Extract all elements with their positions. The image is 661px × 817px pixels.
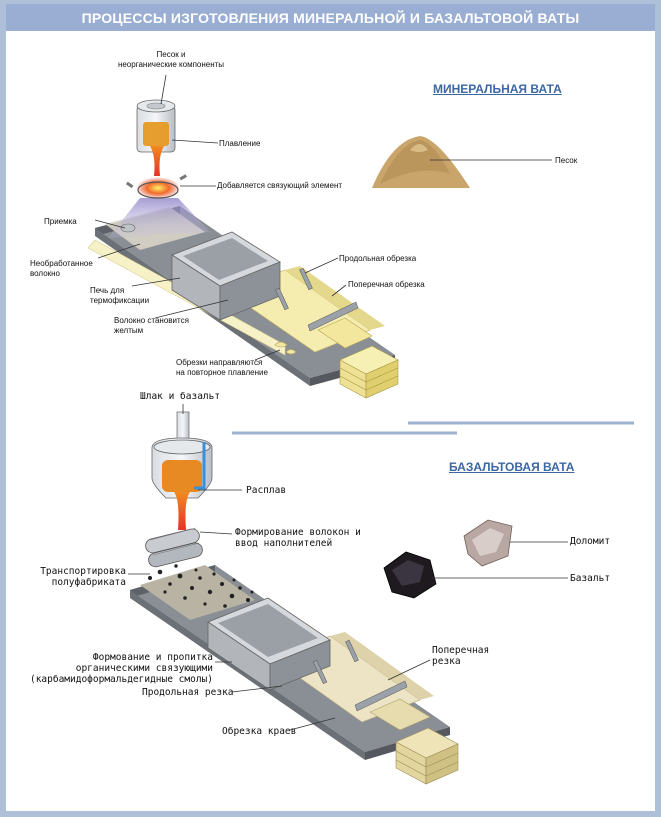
- label-sand: Песок: [555, 156, 578, 165]
- basalt-rock: [383, 551, 437, 599]
- spinning-rolls: [145, 527, 203, 568]
- transverse-cutter: [307, 301, 359, 332]
- basalt-longitudinal-cutter: [312, 659, 328, 685]
- basalt-granules: [148, 564, 254, 608]
- mineral-leader-lines: [94, 74, 552, 361]
- mineral-line: [87, 99, 399, 399]
- label-transverse-trim: Поперечная обрезка: [348, 280, 425, 289]
- basalt-heading: БАЗАЛЬТОВАЯ ВАТА: [449, 460, 575, 474]
- label-fiber-yellow: Волокно становится желтым: [114, 316, 189, 335]
- basalt-leader-lines: [128, 404, 568, 731]
- label-longitudinal-trim: Продольная обрезка: [339, 254, 417, 263]
- mineral-heading: МИНЕРАЛЬНАЯ ВАТА: [433, 82, 562, 96]
- basalt-transverse-cutter: [354, 680, 408, 712]
- label-melting: Плавление: [219, 139, 261, 148]
- basalt-oven: [207, 597, 331, 691]
- label-molding: Формование и пропитка органическими связ…: [29, 652, 213, 685]
- basalt-furnace: [151, 411, 213, 530]
- label-oven: Печь для термофиксации: [90, 286, 150, 305]
- label-transport: Транспортировка полуфабриката: [40, 566, 126, 588]
- label-reception: Приемка: [44, 217, 77, 226]
- spinner-wheel: [137, 181, 179, 199]
- mineral-oven: [171, 231, 281, 321]
- label-longitudinal-cut: Продольная резка: [142, 687, 234, 698]
- mineral-stacked-slabs: [339, 345, 399, 399]
- label-raw-fiber: Необработанное волокно: [30, 259, 93, 278]
- label-sand-components: Песок и неорганические компоненты: [117, 50, 225, 69]
- label-slag-basalt: Шлак и базальт: [140, 391, 221, 402]
- page-title: ПРОЦЕССЫ ИЗГОТОВЛЕНИЯ МИНЕРАЛЬНОЙ И БАЗА…: [81, 9, 580, 26]
- label-binder: Добавляется связующий элемент: [217, 181, 343, 190]
- dolomite-rock: [463, 519, 513, 567]
- label-scraps: Обрезки направляются на повторное плавле…: [176, 358, 268, 377]
- sand-pile: [372, 136, 470, 188]
- label-melt: Расплав: [246, 485, 287, 496]
- label-fiber-forming: Формирование волокон и ввод наполнителей: [235, 527, 361, 549]
- title-banner: ПРОЦЕССЫ ИЗГОТОВЛЕНИЯ МИНЕРАЛЬНОЙ И БАЗА…: [6, 4, 655, 31]
- melt-glow: [136, 177, 180, 199]
- label-transverse-cut: Поперечная резка: [432, 645, 490, 667]
- basalt-line: [130, 411, 459, 785]
- longitudinal-cutter: [299, 267, 313, 291]
- mineral-spray: [108, 198, 210, 238]
- mineral-furnace: [136, 99, 176, 176]
- scraps-pieces: [274, 341, 297, 355]
- label-dolomite: Доломит: [570, 536, 611, 547]
- label-basalt: Базальт: [570, 573, 611, 584]
- basalt-stacked-slabs: [395, 727, 459, 785]
- label-edge-trim: Обрезка краев: [222, 726, 297, 737]
